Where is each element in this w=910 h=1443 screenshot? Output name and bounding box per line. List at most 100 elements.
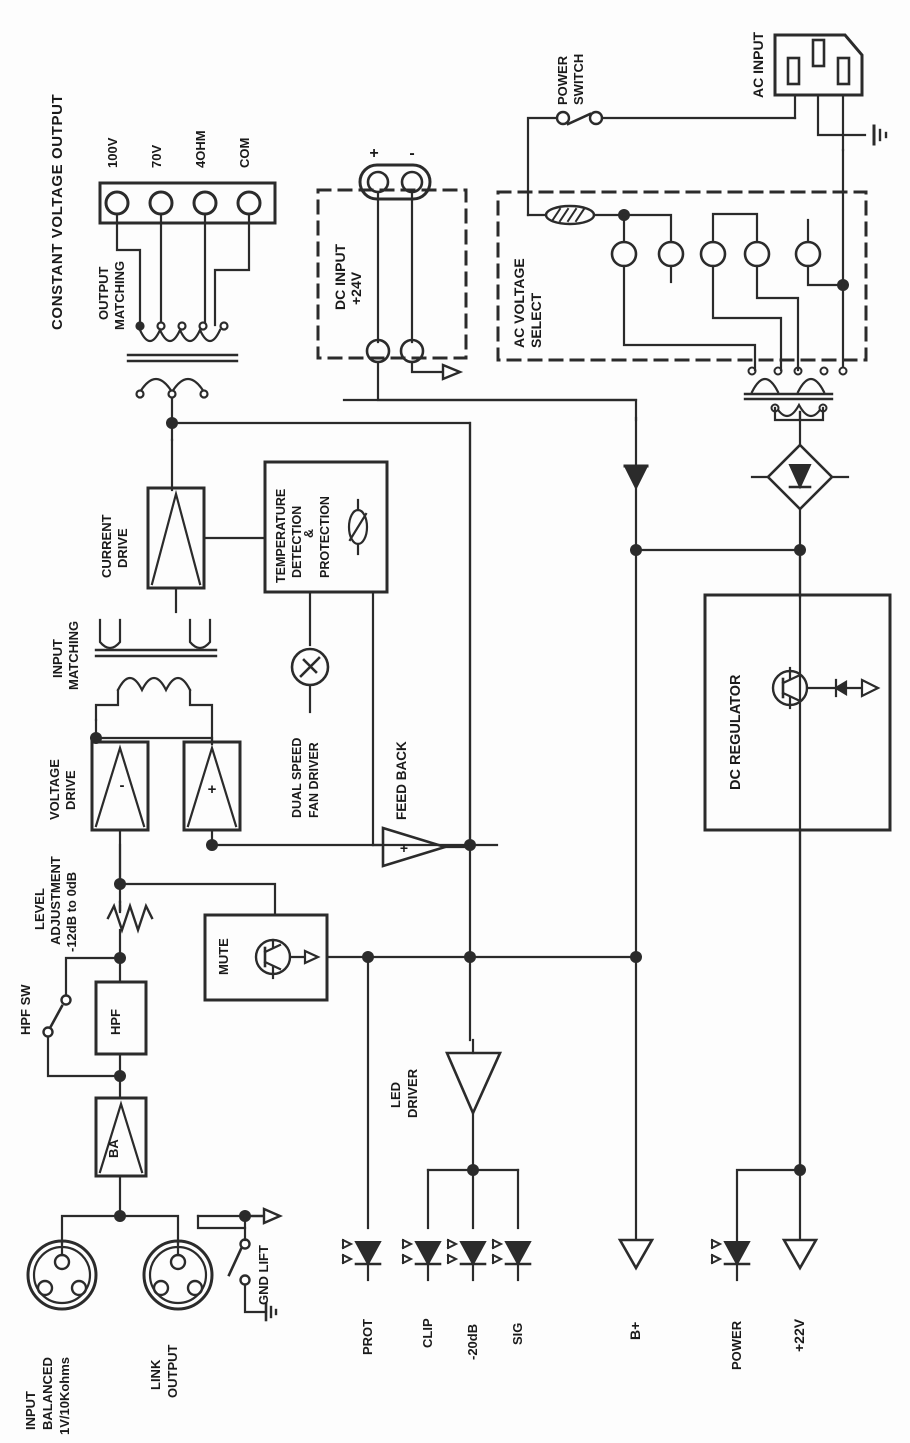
power-switch-label-line2: SWITCH bbox=[571, 54, 586, 105]
wire-dc-plus-to-bplus bbox=[376, 360, 638, 402]
dc-input-label-line2: +24V bbox=[348, 271, 364, 305]
tap-dot bbox=[156, 321, 166, 331]
led-prot bbox=[341, 1238, 382, 1282]
voltage-drive-label-line1: VOLTAGE bbox=[47, 759, 62, 820]
wire-to-power-led bbox=[735, 1168, 802, 1242]
tap-dot bbox=[135, 321, 145, 331]
wire-to-link-xlr bbox=[118, 1214, 180, 1245]
pt-primary-coil-b bbox=[796, 377, 826, 394]
iec-pin-n bbox=[836, 56, 851, 86]
pt-tap-right bbox=[838, 366, 848, 376]
voltage-drive-inverting-sign: - bbox=[120, 777, 125, 794]
input-matching-label-line2: MATCHING bbox=[66, 621, 81, 690]
link-output-label-line1: LINK bbox=[148, 1359, 163, 1390]
wires-layer bbox=[26, 33, 892, 1322]
transistor-lead-e bbox=[263, 960, 282, 971]
link-xlr-connector[interactable] bbox=[142, 1239, 214, 1311]
temperature-label-line1: TEMPERATURE bbox=[274, 489, 288, 583]
output-matching-transformer bbox=[126, 321, 239, 399]
led-label-20db: -20dB bbox=[465, 1324, 480, 1360]
im-bracket-right bbox=[188, 618, 212, 650]
ac-inlet-connector[interactable] bbox=[773, 33, 864, 97]
dc-plus-label: + bbox=[369, 145, 378, 162]
wire-pin1-to-xfmr bbox=[622, 264, 757, 372]
wire-pin4-to-xfmr bbox=[755, 264, 800, 372]
ba-label: BA bbox=[106, 1139, 121, 1158]
constant-voltage-output-label: CONSTANT VOLTAGE OUTPUT bbox=[49, 94, 66, 330]
input-matching-transformer bbox=[94, 618, 218, 742]
power-switch-pole-b[interactable] bbox=[588, 110, 604, 126]
wire-pin3-4-link bbox=[711, 212, 759, 244]
hpf-sw-pole-a[interactable] bbox=[60, 994, 72, 1006]
gnd-lift-label: GND LIFT bbox=[256, 1245, 271, 1305]
junction-dot bbox=[362, 951, 374, 963]
labels-layer: CONSTANT VOLTAGE OUTPUT OUTPUT MATCHING … bbox=[18, 31, 807, 1435]
led-label-sig: SIG bbox=[510, 1323, 525, 1345]
earth-ground-icon bbox=[264, 1302, 278, 1322]
led-driver-label-line1: LED bbox=[388, 1082, 403, 1108]
level-adjustment-label-line2: ADJUSTMENT bbox=[48, 856, 63, 945]
tap-dot bbox=[177, 321, 187, 331]
iec-pin-e bbox=[811, 38, 826, 68]
led-ray-2 bbox=[341, 1253, 354, 1265]
power-switch-pole-a[interactable] bbox=[555, 110, 571, 126]
power-switch-blade[interactable] bbox=[566, 112, 592, 126]
mute-transistor-symbol bbox=[254, 938, 321, 980]
led-sig bbox=[491, 1238, 532, 1282]
wire-gnd-lift-top bbox=[196, 1214, 247, 1230]
led-power bbox=[710, 1238, 751, 1282]
dc-regulator-box bbox=[703, 593, 892, 832]
mute-out-arrow bbox=[288, 949, 321, 965]
dc-minus-label: - bbox=[409, 145, 414, 162]
coil-secondary bbox=[138, 327, 222, 343]
output-terminal-block bbox=[98, 181, 277, 225]
hpf-sw-blade[interactable] bbox=[48, 1004, 64, 1030]
led-minus20db bbox=[446, 1238, 487, 1282]
xlr-pin-3 bbox=[70, 1279, 88, 1297]
feedback-amp-triangle bbox=[381, 826, 450, 868]
led-ray-2 bbox=[446, 1253, 459, 1265]
led-label-power: POWER bbox=[729, 1320, 744, 1370]
wire-pin3-to-xfmr bbox=[711, 264, 783, 372]
temperature-protection-box bbox=[263, 460, 389, 594]
wire-inlet-earth bbox=[816, 93, 867, 137]
ac-voltage-select-label-line1: AC VOLTAGE bbox=[511, 258, 527, 348]
pt-primary-coil-a bbox=[750, 377, 780, 394]
wire-to-input-xlr bbox=[60, 1214, 122, 1245]
line-choke bbox=[526, 204, 626, 226]
voltage-drive-label-line2: DRIVE bbox=[63, 770, 78, 810]
v22-arrow bbox=[781, 1238, 819, 1271]
terminal-label-100v: 100V bbox=[105, 137, 120, 168]
bplus-diode bbox=[623, 464, 649, 491]
led-ray-2 bbox=[491, 1253, 504, 1265]
input-xlr-connector[interactable] bbox=[26, 1239, 98, 1311]
temperature-label-line2: DETECTION bbox=[290, 506, 304, 578]
xlr-pin-1 bbox=[36, 1279, 54, 1297]
input-balanced-label-line3: 1V/10Kohms bbox=[57, 1357, 72, 1435]
gnd-lift-pole-b[interactable] bbox=[239, 1274, 251, 1286]
hpf-sw-label: HPF SW bbox=[18, 984, 33, 1035]
wire-level-to-mute bbox=[118, 882, 277, 917]
thermistor-icon bbox=[347, 498, 369, 556]
led-triangle bbox=[504, 1241, 532, 1267]
led-ray-1 bbox=[401, 1238, 414, 1250]
xlr-pin-1 bbox=[152, 1279, 170, 1297]
level-adjustment-label-line1: LEVEL bbox=[32, 888, 47, 930]
xlr-pin-3 bbox=[186, 1279, 204, 1297]
terminal-label-com: COM bbox=[237, 138, 252, 168]
led-ray-2 bbox=[710, 1253, 723, 1265]
gnd-lift-blade[interactable] bbox=[227, 1247, 243, 1277]
hpf-sw-pole-b[interactable] bbox=[42, 1026, 54, 1038]
wire-sw-top bbox=[64, 956, 122, 1000]
temperature-label-line4: PROTECTION bbox=[318, 496, 332, 578]
bridge-rectifier bbox=[750, 410, 850, 552]
xlr-outer-ring bbox=[142, 1239, 214, 1311]
wire-sw-bottom bbox=[46, 1035, 122, 1078]
bplus-arrow bbox=[617, 1238, 655, 1271]
rail-label-bplus: B+ bbox=[627, 1322, 643, 1340]
reg-diode-icon bbox=[833, 678, 848, 698]
output-matching-label-line2: MATCHING bbox=[112, 261, 127, 330]
fan-blade-2 bbox=[302, 658, 318, 674]
link-output-label-line2: OUTPUT bbox=[165, 1345, 180, 1399]
